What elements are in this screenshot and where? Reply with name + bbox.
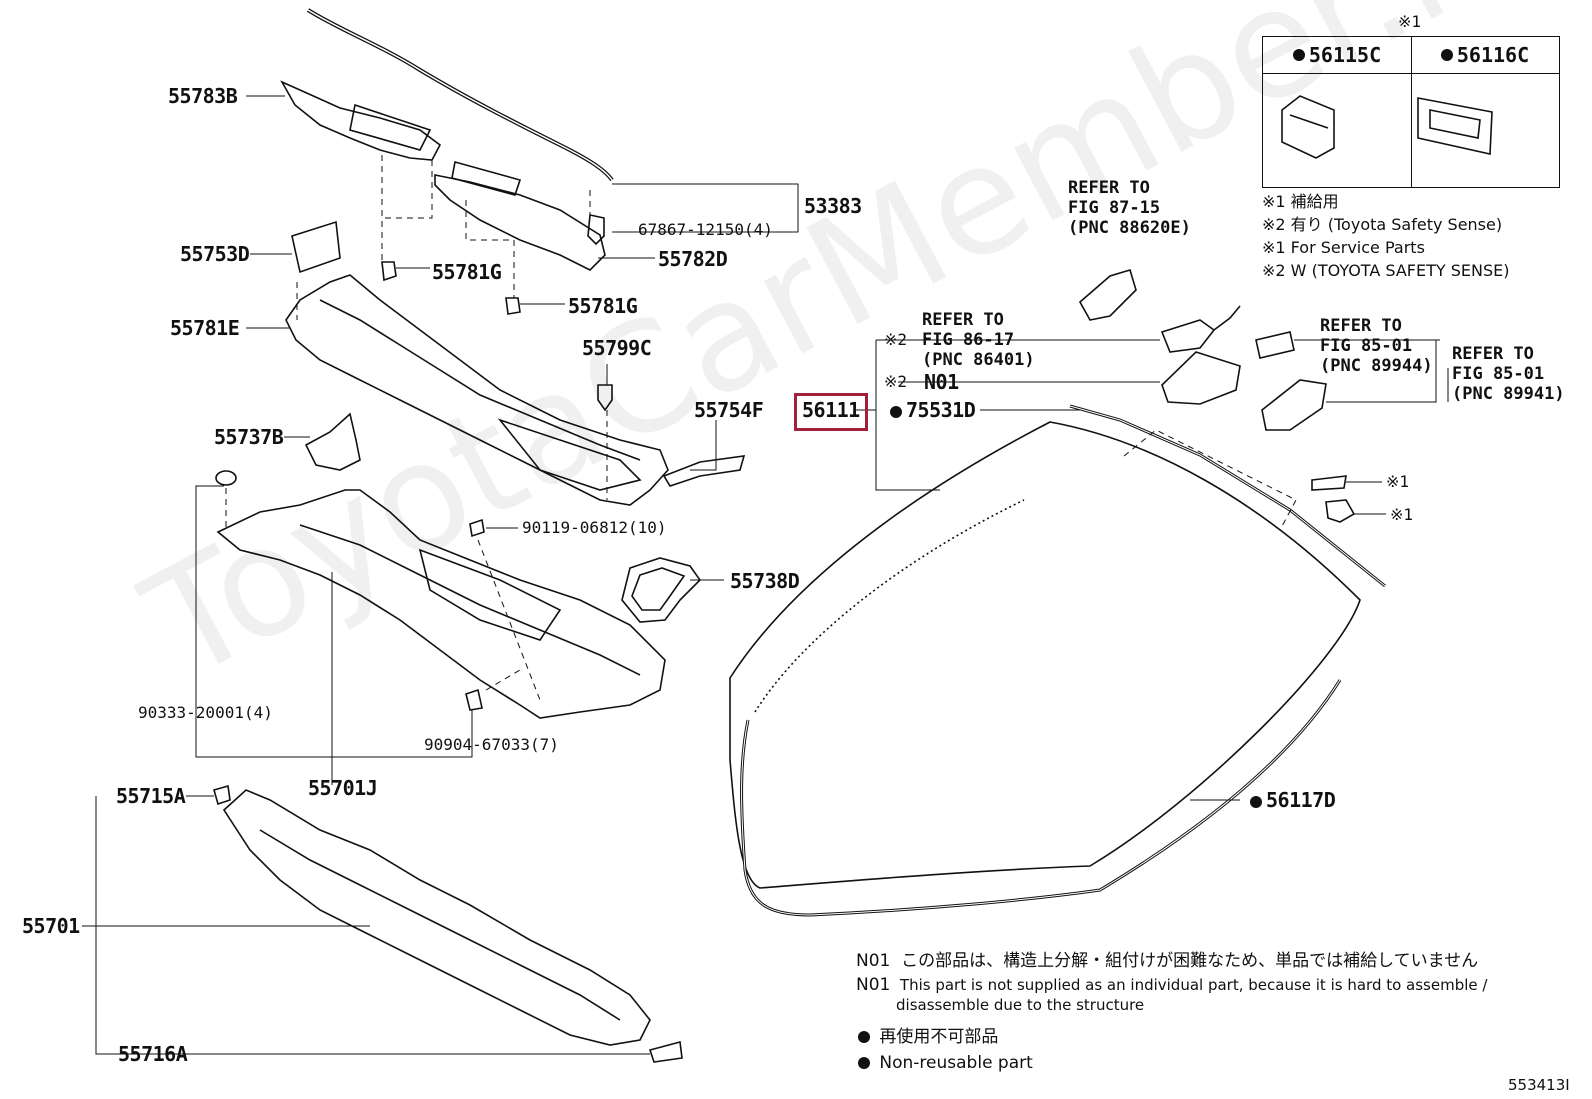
note-service-en: ※1 For Service Parts <box>1262 238 1425 257</box>
part-55782D <box>434 174 606 271</box>
non-reusable-dot <box>1440 49 1453 61</box>
label-55737B: 55737B <box>214 425 284 449</box>
part-55738D <box>621 557 702 623</box>
part-service-1b <box>1325 499 1356 523</box>
refer-89941[interactable]: REFER TO FIG 85-01 (PNC 89941) <box>1452 344 1565 404</box>
label-90333: 90333-20001(4) <box>138 703 273 722</box>
label-56117D: 56117D <box>1250 790 1336 810</box>
part-55781E <box>285 274 669 506</box>
part-55701J <box>216 489 666 719</box>
label-67867: 67867-12150(4) <box>638 220 773 239</box>
label-53383: 53383 <box>804 194 862 218</box>
label-55716A: 55716A <box>118 1042 188 1066</box>
service-parts-inset: 56115C 56116C <box>1262 36 1560 188</box>
label-90904: 90904-67033(7) <box>424 735 559 754</box>
part-90904-clip <box>465 688 483 711</box>
part-55781G-b <box>505 297 521 315</box>
label-55799C: 55799C <box>582 336 652 360</box>
part-55715A <box>213 784 231 806</box>
part-89941 <box>1261 379 1327 431</box>
refer-89944[interactable]: REFER TO FIG 85-01 (PNC 89944) <box>1320 316 1433 376</box>
part-55754F <box>662 455 746 487</box>
non-reusable-dot <box>858 1057 870 1069</box>
label-55715A: 55715A <box>116 784 186 808</box>
inset-56115C-pic <box>1281 95 1335 159</box>
part-55781G-a <box>381 261 397 282</box>
label-55701J: 55701J <box>308 776 378 800</box>
non-reusable-dot <box>858 1031 870 1043</box>
label-55781G-b: 55781G <box>568 294 638 318</box>
label-55753D: 55753D <box>180 242 250 266</box>
label-55782D: 55782D <box>658 247 728 271</box>
part-90119-bolt <box>469 518 485 538</box>
label-55738D: 55738D <box>730 569 800 593</box>
inset-label-56116C[interactable]: 56116C <box>1456 43 1530 67</box>
part-90333-grommet <box>215 470 237 486</box>
part-55753D <box>291 220 341 274</box>
label-55701: 55701 <box>22 914 80 938</box>
part-55737B <box>304 412 361 471</box>
part-service-1a <box>1311 475 1347 491</box>
label-55783B: 55783B <box>168 84 238 108</box>
inset-cell-left: 56115C <box>1263 37 1412 187</box>
refer-88620E[interactable]: REFER TO FIG 87-15 (PNC 88620E) <box>1068 178 1191 238</box>
inset-cell-right: 56116C <box>1411 37 1559 187</box>
non-reusable-dot <box>1292 49 1305 61</box>
label-55781E: 55781E <box>170 316 240 340</box>
label-N01: N01 <box>924 370 959 394</box>
legend-nonreuse-en: Non-reusable part <box>858 1052 1033 1074</box>
part-55701 <box>222 789 651 1046</box>
part-55799C <box>597 384 613 412</box>
weatherstrip-53383 <box>306 8 614 182</box>
label-75531D: 75531D <box>890 400 976 420</box>
mark-1-b: ※1 <box>1390 505 1414 524</box>
mark-1-a: ※1 <box>1386 472 1410 491</box>
part-86401-harness <box>1160 319 1216 353</box>
part-89944 <box>1255 331 1295 359</box>
note-service-jp: ※1 補給用 <box>1262 192 1339 211</box>
part-67867-clip <box>587 214 605 246</box>
label-55781G-a: 55781G <box>432 260 502 284</box>
label-56111[interactable]: 56111 <box>802 398 860 422</box>
refer-86401[interactable]: REFER TO FIG 86-17 (PNC 86401) <box>922 310 1035 370</box>
diagram-id: 553413I <box>1508 1076 1570 1094</box>
highlight-56111 <box>794 393 868 431</box>
part-56111-windshield <box>729 421 1361 889</box>
inset-mark: ※1 <box>1398 12 1422 31</box>
label-90119: 90119-06812(10) <box>522 518 667 537</box>
legend-nonreuse-jp: 再使用不可部品 <box>858 1026 998 1048</box>
legend-n01-en-line2: disassemble due to the structure <box>896 996 1145 1014</box>
legend-n01-jp: N01 この部品は、構造上分解・組付けが困難なため、単品では補給していません <box>856 951 1479 971</box>
non-reusable-dot <box>1250 795 1262 808</box>
inset-label-56115C[interactable]: 56115C <box>1308 43 1382 67</box>
mark-2-a: ※2 <box>884 330 908 349</box>
part-75531D <box>1069 404 1386 588</box>
legend-n01-en: N01 This part is not supplied as an indi… <box>856 975 1488 995</box>
non-reusable-dot <box>890 405 902 418</box>
note-tss-en: ※2 W (TOYOTA SAFETY SENSE) <box>1262 261 1510 280</box>
part-88620E-camera <box>1078 269 1137 321</box>
mark-2-b: ※2 <box>884 372 908 391</box>
note-tss-jp: ※2 有り (Toyota Safety Sense) <box>1262 215 1503 234</box>
part-55716A <box>648 1040 683 1063</box>
inset-56116C-pic <box>1417 97 1493 155</box>
part-N01-bracket <box>1161 351 1241 405</box>
label-55754F: 55754F <box>694 398 764 422</box>
